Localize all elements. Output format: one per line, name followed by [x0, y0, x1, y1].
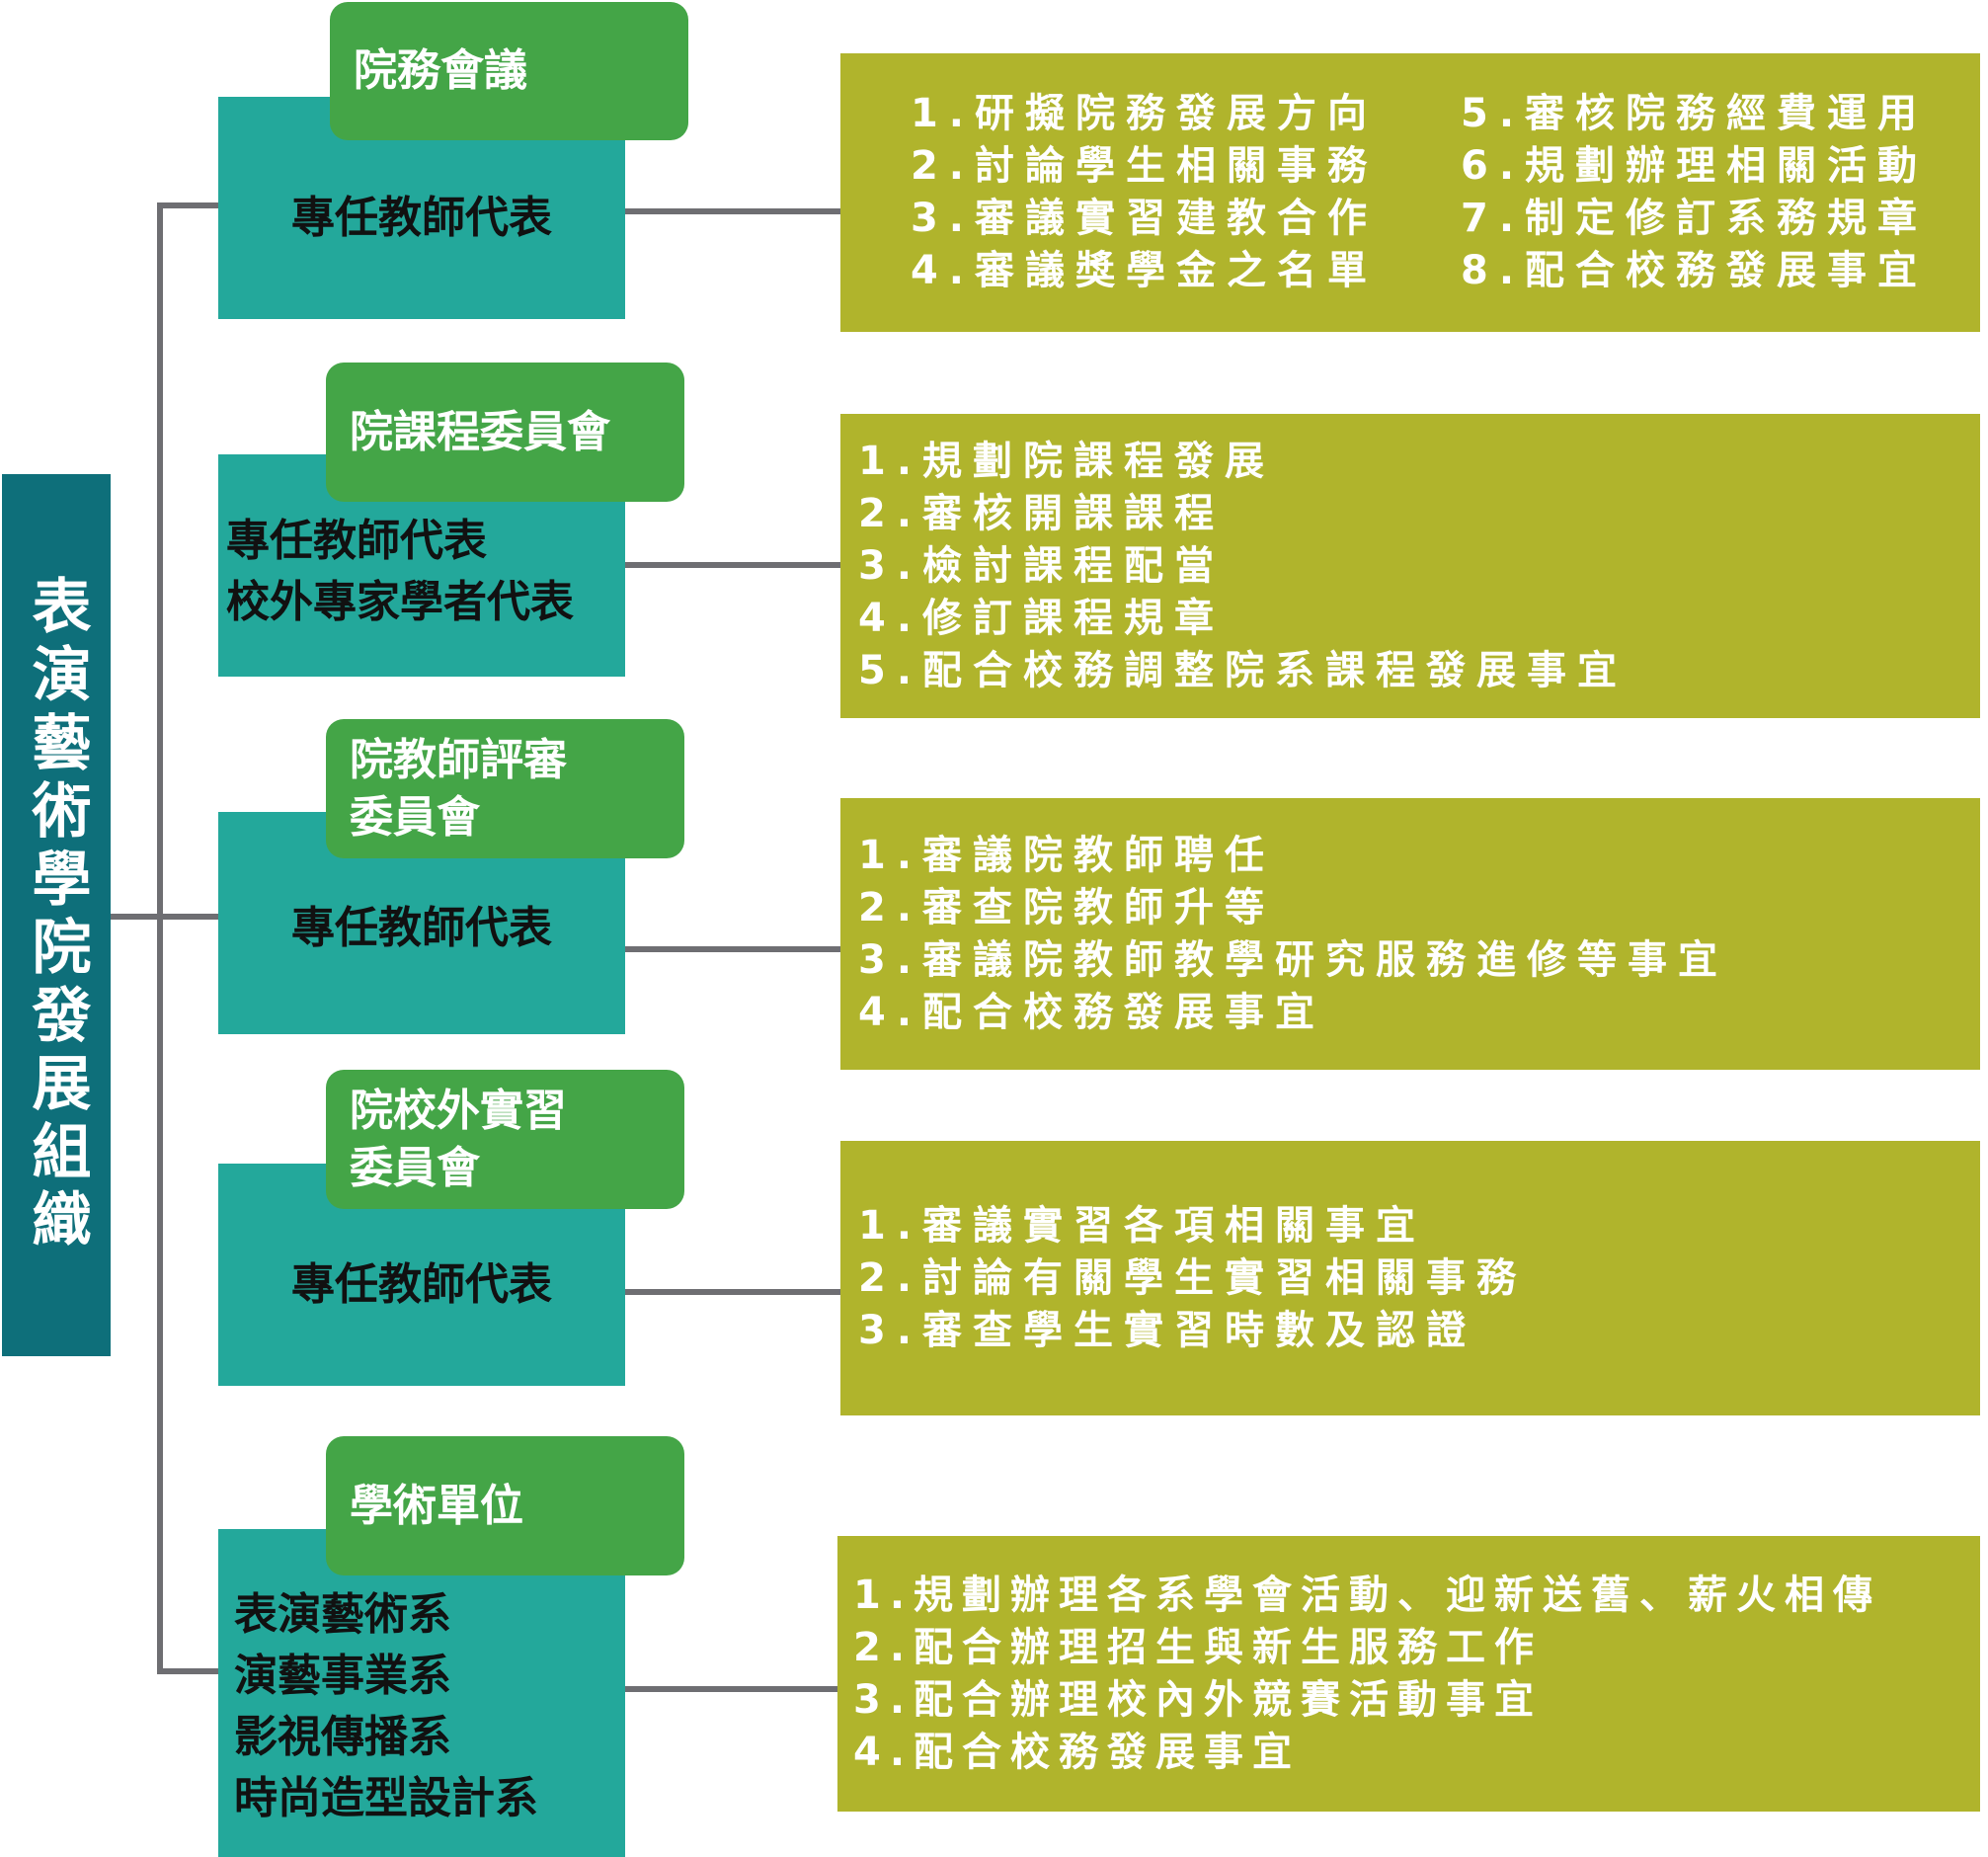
duty-item: 3.配合辦理校內外競賽活動事宜	[853, 1676, 1544, 1723]
duty-column-right: 5.審核院務經費運用 6.規劃辦理相關活動 7.制定修訂系務規章 8.配合校務發…	[1461, 88, 1928, 297]
committee-name: 院課程委員會	[350, 406, 610, 457]
committee-tag-4: 院校外實習 委員會	[326, 1070, 684, 1209]
duty-item: 2.審查院教師升等	[858, 884, 1276, 930]
duty-item: 2.審核開課課程	[858, 490, 1226, 536]
duty-item: 1.規劃院課程發展	[858, 438, 1276, 484]
committee-tag-1: 院務會議	[330, 2, 688, 140]
member-text: 影視傳播系	[234, 1712, 451, 1762]
member-text: 專任教師代表	[226, 515, 487, 566]
root-title: 表演藝術學院發展組織	[22, 574, 91, 1256]
duty-item: 4.配合校務發展事宜	[853, 1729, 1302, 1775]
duty-item: 3.檢討課程配當	[858, 542, 1226, 589]
duty-box-2: 1.規劃院課程發展 2.審核開課課程 3.檢討課程配當 4.修訂課程規章 5.配…	[840, 414, 1980, 718]
duty-item: 4.修訂課程規章	[858, 595, 1226, 641]
committee-name: 委員會	[350, 791, 480, 843]
duty-item: 7.制定修訂系務規章	[1461, 196, 1929, 241]
member-text: 專任教師代表	[291, 902, 552, 953]
member-text: 表演藝術系	[234, 1589, 451, 1640]
duty-box-1: 1.研擬院務發展方向 2.討論學生相關事務 3.審議實習建教合作 4.審議獎學金…	[840, 53, 1980, 332]
duty-item: 4.配合校務發展事宜	[858, 989, 1326, 1035]
duty-item: 1.審議實習各項相關事宜	[858, 1202, 1427, 1249]
committee-tag-3: 院教師評審 委員會	[326, 719, 684, 858]
committee-tag-5: 學術單位	[326, 1436, 684, 1575]
duty-box-3: 1.審議院教師聘任 2.審查院教師升等 3.審議院教師教學研究服務進修等事宜 4…	[840, 798, 1980, 1070]
committee-tag-2: 院課程委員會	[326, 363, 684, 502]
committee-name: 委員會	[350, 1142, 480, 1193]
duty-column-left: 1.研擬院務發展方向 2.討論學生相關事務 3.審議實習建教合作 4.審議獎學金…	[911, 88, 1378, 297]
duty-item: 3.審查學生實習時數及認證	[858, 1307, 1477, 1353]
root-node: 表演藝術學院發展組織	[2, 474, 111, 1356]
duty-item: 2.討論有關學生實習相關事務	[858, 1254, 1528, 1301]
duty-item: 1.審議院教師聘任	[858, 832, 1276, 878]
committee-name: 院務會議	[354, 45, 527, 96]
member-text: 時尚造型設計系	[234, 1773, 538, 1823]
committee-name: 學術單位	[350, 1480, 523, 1531]
member-text: 演藝事業系	[234, 1651, 451, 1701]
committee-name: 院教師評審	[350, 734, 567, 785]
duty-item: 3.審議實習建教合作	[910, 196, 1378, 241]
duty-item: 8.配合校務發展事宜	[1461, 248, 1929, 293]
duty-item: 6.規劃辦理相關活動	[1461, 143, 1929, 189]
duty-item: 2.配合辦理招生與新生服務工作	[853, 1624, 1544, 1670]
duty-item: 4.審議獎學金之名單	[910, 248, 1378, 293]
committee-name: 院校外實習	[350, 1085, 567, 1136]
member-box-5: 表演藝術系 演藝事業系 影視傳播系 時尚造型設計系	[218, 1529, 625, 1857]
duty-box-5: 1.規劃辦理各系學會活動、迎新送舊、薪火相傳 2.配合辦理招生與新生服務工作 3…	[837, 1536, 1980, 1812]
member-text: 校外專家學者代表	[226, 576, 574, 627]
duty-box-4: 1.審議實習各項相關事宜 2.討論有關學生實習相關事務 3.審查學生實習時數及認…	[840, 1141, 1980, 1415]
duty-item: 1.規劃辦理各系學會活動、迎新送舊、薪火相傳	[853, 1572, 1882, 1618]
duty-item: 5.審核院務經費運用	[1461, 91, 1929, 136]
member-text: 專任教師代表	[291, 192, 552, 243]
duty-item: 1.研擬院務發展方向	[910, 91, 1378, 136]
duty-item: 3.審議院教師教學研究服務進修等事宜	[858, 936, 1729, 983]
duty-item: 5.配合校務調整院系課程發展事宜	[858, 647, 1629, 693]
member-text: 專任教師代表	[291, 1258, 552, 1310]
duty-item: 2.討論學生相關事務	[910, 143, 1378, 189]
